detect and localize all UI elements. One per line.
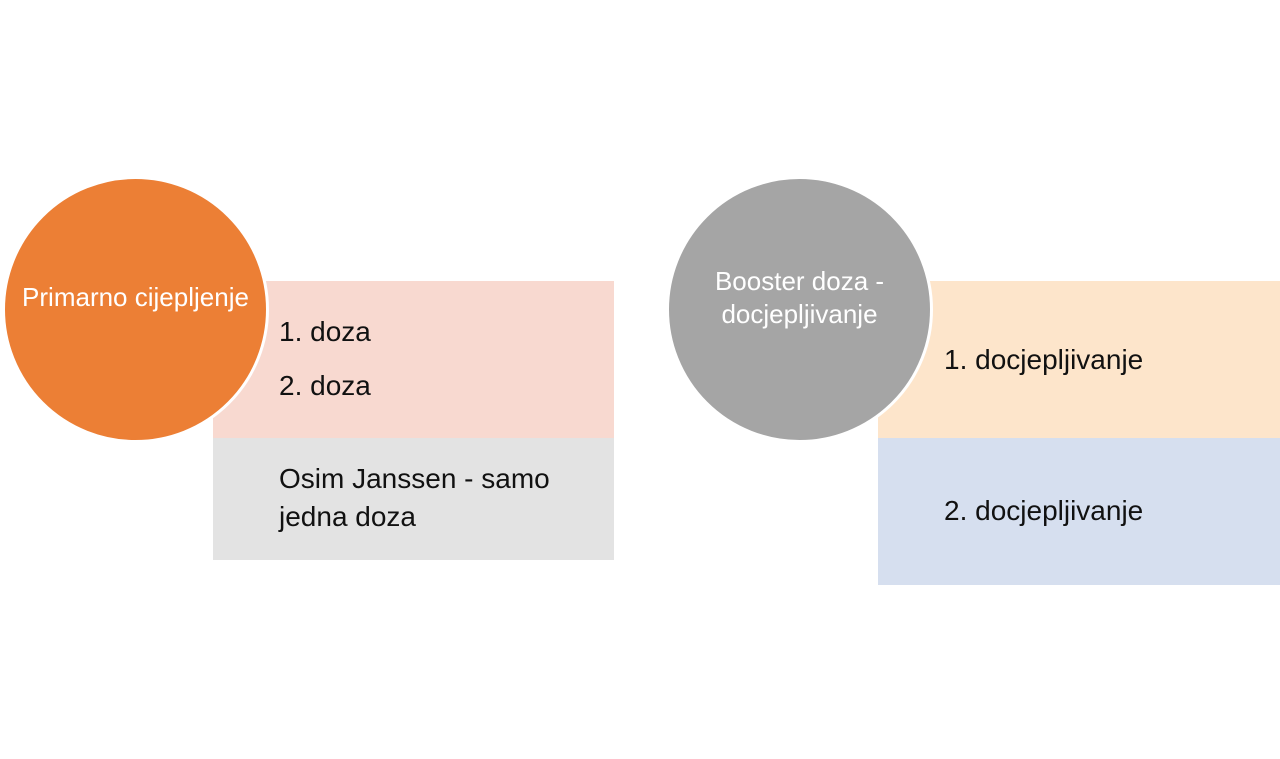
booster-2-box: 2. docjepljivanje — [878, 438, 1280, 585]
booster-dose-circle: Booster doza - docjepljivanje — [666, 176, 933, 443]
booster-dose-title: Booster doza - docjepljivanje — [714, 265, 885, 329]
booster-2-label: 2. docjepljivanje — [944, 495, 1144, 526]
dose-2-label: 2. doza — [279, 370, 371, 401]
primary-vaccination-circle: Primarno cijepljenje — [2, 176, 269, 443]
janssen-note-text: Osim Janssen - samo jedna doza — [279, 463, 550, 532]
booster-1-box: 1. docjepljivanje — [878, 281, 1280, 438]
booster-1-label: 1. docjepljivanje — [944, 344, 1144, 375]
janssen-note-box: Osim Janssen - samo jedna doza — [213, 438, 614, 560]
primary-vaccination-title: Primarno cijepljenje — [22, 282, 249, 312]
dose-1-label: 1. doza — [279, 316, 371, 347]
primary-doses-box: 1. doza 2. doza — [213, 281, 614, 438]
